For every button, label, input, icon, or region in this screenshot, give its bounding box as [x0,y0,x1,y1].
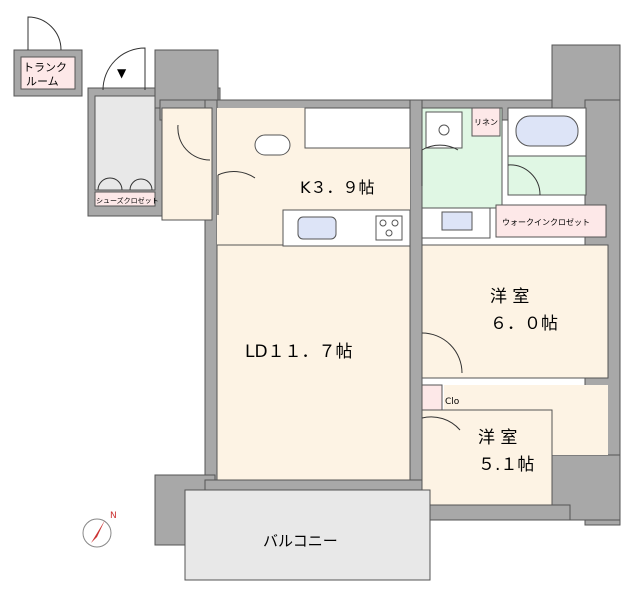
linen-closet [471,107,501,137]
kitchen-label: K３．９帖 [300,178,375,197]
balcony-label: バルコニー [263,532,338,550]
trunk-room-label-1: トランク [23,61,67,74]
doors [27,16,541,431]
bathtub-icon [515,115,579,147]
living-dining-label: LD１１．７帖 [245,342,353,362]
washer-icon [425,111,463,149]
balcony [184,489,431,581]
kitchen-storage [304,107,411,149]
shoe-closet [94,191,156,207]
stove-icon [375,215,403,241]
western-room-2-size: ５.１帖 [478,455,534,475]
closet [421,384,443,411]
corridor [161,107,213,221]
linen-label: リネン [474,118,498,127]
closet-label: Clo [445,397,460,407]
compass-north-label: N [110,511,117,521]
kitchen-sink-icon [297,216,337,240]
western-room-1-size: ６．０帖 [490,314,558,334]
trunk-room-label-2: ルーム [26,75,59,88]
trunk-room [20,56,76,90]
western-room-1 [421,244,609,379]
walk-in-closet-label: ウォークインクロゼット [502,217,590,227]
western-room-2-name: 洋 室 [478,428,517,448]
shoe-closet-label: シューズクロゼット [96,196,159,205]
living-dining [216,244,411,481]
western-room-1-name: 洋 室 [490,287,529,307]
walk-in-closet [495,204,607,238]
toilet-bowl-icon [254,134,291,156]
basin-icon [441,211,473,231]
entrance-marker-icon: ▼ [117,66,127,80]
compass-icon: N [82,511,117,548]
entrance [94,95,156,191]
